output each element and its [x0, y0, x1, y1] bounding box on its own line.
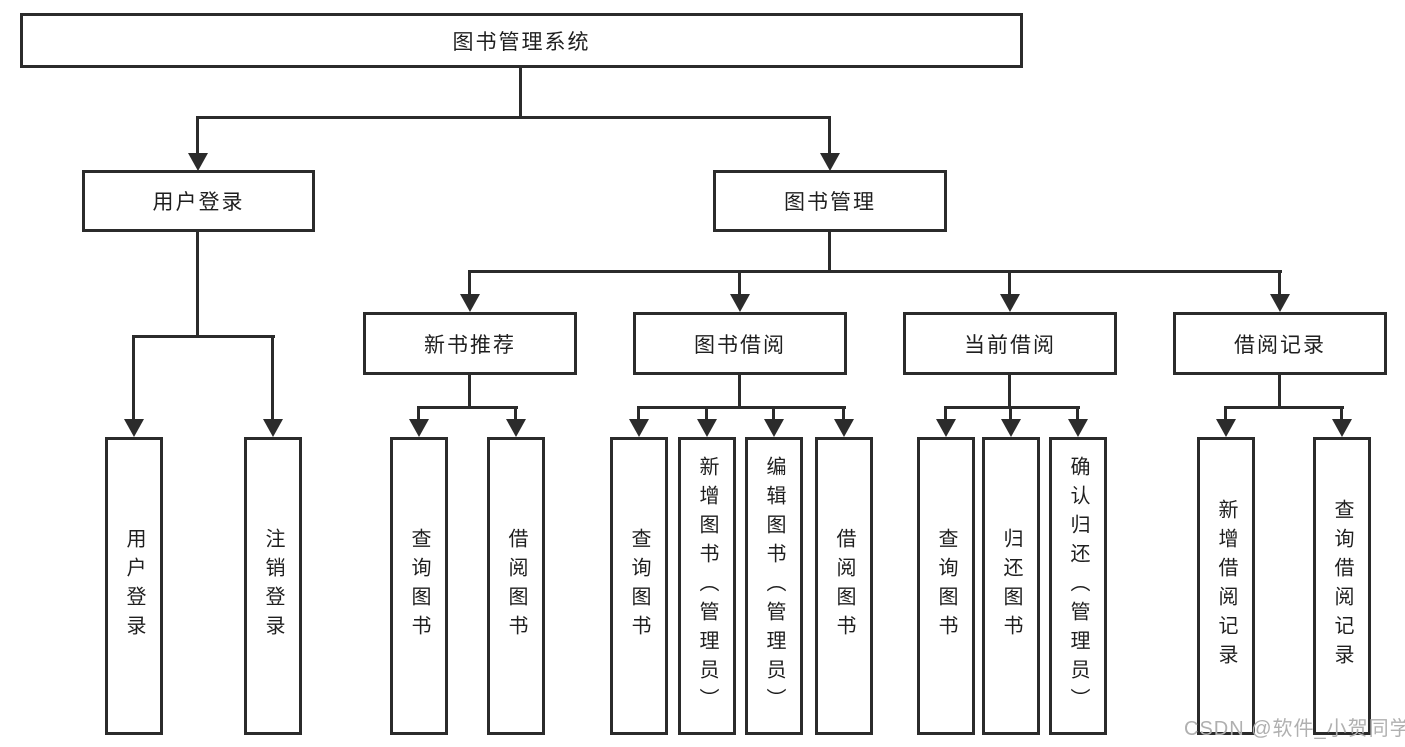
node-user-login: 用户登录 [82, 170, 315, 232]
connector-drop [1076, 406, 1079, 419]
arrow-down-icon [834, 419, 854, 437]
leaf-query-book-recommend: 查询图书 [390, 437, 448, 735]
connector-drop [1009, 406, 1012, 419]
leaf-query-borrow-record: 查询借阅记录 [1313, 437, 1371, 735]
leaf-label: 查询借阅记录 [1331, 499, 1353, 673]
leaf-return-book: 归还图书 [982, 437, 1040, 735]
connector-mgmt-bus [468, 270, 1282, 273]
node-label: 用户登录 [152, 190, 245, 214]
leaf-query-book-borrow: 查询图书 [610, 437, 668, 735]
node-new-book-recommend: 新书推荐 [363, 312, 577, 375]
csdn-watermark: CSDN @软件_小贺同学 [1184, 718, 1405, 740]
connector-recommend-bus [417, 406, 518, 409]
connector-current-bus [944, 406, 1080, 409]
connector-mgmt-stem [828, 232, 831, 272]
node-book-management: 图书管理 [713, 170, 947, 232]
connector-login-bus [132, 335, 275, 338]
connector-root-stem [519, 68, 522, 118]
connector-recommend-stem [468, 375, 471, 408]
connector-drop-book-borrow [738, 270, 741, 296]
leaf-label: 确认归还（管理员） [1067, 455, 1089, 717]
connector-drop [842, 406, 845, 419]
leaf-label: 新增借阅记录 [1215, 499, 1237, 673]
arrow-down-icon [1332, 419, 1352, 437]
connector-drop-new-book [468, 270, 471, 296]
node-label: 图书管理 [784, 190, 876, 214]
leaf-borrow-book: 借阅图书 [815, 437, 873, 735]
arrow-down-icon [124, 419, 144, 437]
connector-drop-book-management [828, 116, 831, 156]
connector-drop [1340, 406, 1343, 419]
connector-borrow-stem [738, 375, 741, 408]
arrow-down-icon [820, 153, 840, 171]
arrow-down-icon [697, 419, 717, 437]
node-library-management-system: 图书管理系统 [20, 13, 1023, 68]
arrow-down-icon [1000, 294, 1020, 312]
connector-current-stem [1008, 375, 1011, 408]
connector-drop-borrow-record [1278, 270, 1281, 296]
node-current-borrow: 当前借阅 [903, 312, 1117, 375]
node-label: 新书推荐 [424, 332, 516, 357]
leaf-add-book-admin: 新增图书（管理员） [678, 437, 736, 735]
leaf-label: 注销登录 [262, 528, 284, 644]
connector-drop [1224, 406, 1227, 419]
arrow-down-icon [936, 419, 956, 437]
connector-borrow-bus [637, 406, 846, 409]
arrow-down-icon [1216, 419, 1236, 437]
leaf-add-borrow-record: 新增借阅记录 [1197, 437, 1255, 735]
arrow-down-icon [629, 419, 649, 437]
node-label: 当前借阅 [964, 332, 1056, 357]
leaf-confirm-return-admin: 确认归还（管理员） [1049, 437, 1107, 735]
node-label: 图书借阅 [694, 332, 786, 357]
arrow-down-icon [506, 419, 526, 437]
connector-drop [637, 406, 640, 419]
arrow-down-icon [1001, 419, 1021, 437]
leaf-user-login: 用户登录 [105, 437, 163, 735]
arrow-down-icon [1068, 419, 1088, 437]
connector-drop [705, 406, 708, 419]
connector-drop [514, 406, 517, 419]
arrow-down-icon [1270, 294, 1290, 312]
arrow-down-icon [188, 153, 208, 171]
arrow-down-icon [460, 294, 480, 312]
leaf-label: 编辑图书（管理员） [763, 455, 785, 717]
arrow-down-icon [263, 419, 283, 437]
arrow-down-icon [764, 419, 784, 437]
node-borrow-record: 借阅记录 [1173, 312, 1387, 375]
connector-record-stem [1278, 375, 1281, 408]
leaf-borrow-book-recommend: 借阅图书 [487, 437, 545, 735]
connector-drop [944, 406, 947, 419]
connector-drop-user-login [196, 116, 199, 156]
leaf-label: 查询图书 [935, 528, 957, 644]
connector-drop-current-borrow [1008, 270, 1011, 296]
leaf-label: 用户登录 [123, 528, 145, 644]
node-label: 借阅记录 [1234, 332, 1326, 357]
arrow-down-icon [409, 419, 429, 437]
connector-drop [772, 406, 775, 419]
leaf-label: 查询图书 [628, 528, 650, 644]
leaf-label: 新增图书（管理员） [696, 455, 718, 717]
arrow-down-icon [730, 294, 750, 312]
connector-record-bus [1224, 406, 1344, 409]
leaf-label: 借阅图书 [833, 528, 855, 644]
leaf-label: 借阅图书 [505, 528, 527, 644]
leaf-edit-book-admin: 编辑图书（管理员） [745, 437, 803, 735]
leaf-label: 归还图书 [1000, 528, 1022, 644]
leaf-query-book-current: 查询图书 [917, 437, 975, 735]
node-label: 图书管理系统 [452, 29, 591, 54]
connector-login-stem [196, 232, 199, 337]
connector-root-bus [197, 116, 831, 119]
connector-drop-login-user [132, 335, 135, 419]
connector-drop-login-logout [271, 335, 274, 419]
node-book-borrow: 图书借阅 [633, 312, 847, 375]
connector-drop [417, 406, 420, 419]
leaf-label: 查询图书 [408, 528, 430, 644]
leaf-logout: 注销登录 [244, 437, 302, 735]
